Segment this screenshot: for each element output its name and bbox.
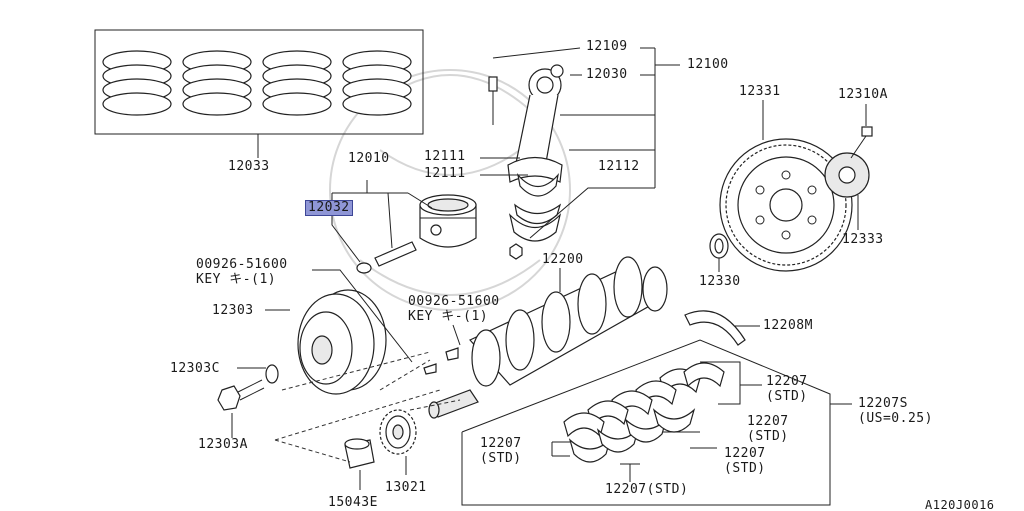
label-12207-c-std: (STD) bbox=[724, 461, 766, 476]
watermark-emblem bbox=[329, 69, 571, 311]
label-12207-d-std: (STD) bbox=[480, 451, 522, 466]
pulley-bolt[interactable] bbox=[217, 379, 265, 411]
label-key-1-code[interactable]: 00926-51600 bbox=[196, 257, 288, 272]
pulley-washer[interactable] bbox=[265, 364, 279, 384]
ring-stack-4 bbox=[342, 50, 412, 116]
ring-stack-2 bbox=[182, 50, 252, 116]
crank-pulley[interactable] bbox=[297, 289, 387, 395]
label-12310A[interactable]: 12310A bbox=[838, 87, 888, 102]
flywheel[interactable] bbox=[719, 138, 853, 272]
piston[interactable] bbox=[419, 194, 477, 248]
thrust-bearing[interactable] bbox=[684, 310, 746, 346]
snap-ring[interactable] bbox=[356, 262, 372, 274]
pilot-bushing[interactable] bbox=[709, 233, 729, 259]
label-12207S[interactable]: 12207S bbox=[858, 396, 908, 411]
label-key-2-text: KEY キ-(1) bbox=[408, 309, 489, 324]
label-12207-d[interactable]: 12207 bbox=[480, 436, 522, 451]
label-key-2-code[interactable]: 00926-51600 bbox=[408, 294, 500, 309]
label-12111-lower[interactable]: 12111 bbox=[424, 166, 466, 181]
label-12033[interactable]: 12033 bbox=[228, 159, 270, 174]
label-12010[interactable]: 12010 bbox=[348, 151, 390, 166]
label-12207-a[interactable]: 12207 bbox=[766, 374, 808, 389]
label-12303A[interactable]: 12303A bbox=[198, 437, 248, 452]
piston-pin[interactable] bbox=[374, 241, 417, 267]
main-bearing-upper-row bbox=[563, 362, 725, 438]
rod-nut[interactable] bbox=[509, 243, 523, 260]
label-12207-a-std: (STD) bbox=[766, 389, 808, 404]
label-12333[interactable]: 12333 bbox=[842, 232, 884, 247]
label-15043E[interactable]: 15043E bbox=[328, 495, 378, 510]
crankshaft[interactable] bbox=[428, 256, 668, 419]
connecting-rod[interactable] bbox=[507, 64, 564, 242]
crank-sprocket[interactable] bbox=[379, 409, 417, 455]
label-12331[interactable]: 12331 bbox=[739, 84, 781, 99]
woodruff-key-1[interactable] bbox=[423, 363, 437, 375]
label-12030[interactable]: 12030 bbox=[586, 67, 628, 82]
connecting-rod-bolt[interactable] bbox=[488, 76, 498, 125]
crank-key[interactable] bbox=[344, 438, 375, 469]
diagram-id: A120J0016 bbox=[925, 498, 995, 511]
flywheel-bolt[interactable] bbox=[850, 126, 873, 159]
label-12303C[interactable]: 12303C bbox=[170, 361, 220, 376]
label-12207-b[interactable]: 12207 bbox=[747, 414, 789, 429]
label-key-1-text: KEY キ-(1) bbox=[196, 272, 277, 287]
label-12208M[interactable]: 12208M bbox=[763, 318, 813, 333]
woodruff-key-2[interactable] bbox=[445, 347, 459, 361]
main-bearing-set[interactable] bbox=[461, 339, 831, 506]
label-12100[interactable]: 12100 bbox=[687, 57, 729, 72]
label-12200[interactable]: 12200 bbox=[542, 252, 584, 267]
label-12330[interactable]: 12330 bbox=[699, 274, 741, 289]
label-13021[interactable]: 13021 bbox=[385, 480, 427, 495]
flywheel-plate[interactable] bbox=[824, 152, 870, 198]
ring-stack-3 bbox=[262, 50, 332, 116]
label-12112[interactable]: 12112 bbox=[598, 159, 640, 174]
label-12109[interactable]: 12109 bbox=[586, 39, 628, 54]
label-12111-upper[interactable]: 12111 bbox=[424, 149, 466, 164]
label-12303[interactable]: 12303 bbox=[212, 303, 254, 318]
rod-bearing-upper[interactable] bbox=[517, 172, 559, 197]
label-12207-e[interactable]: 12207(STD) bbox=[605, 482, 689, 497]
label-12207-c[interactable]: 12207 bbox=[724, 446, 766, 461]
piston-ring-set[interactable] bbox=[94, 29, 424, 135]
ring-stack-1 bbox=[102, 50, 172, 116]
label-12207-b-std: (STD) bbox=[747, 429, 789, 444]
label-12207S-us: (US=0.25) bbox=[858, 411, 933, 426]
main-bearing-lower-row bbox=[568, 408, 696, 463]
label-12032[interactable]: 12032 bbox=[305, 200, 353, 216]
